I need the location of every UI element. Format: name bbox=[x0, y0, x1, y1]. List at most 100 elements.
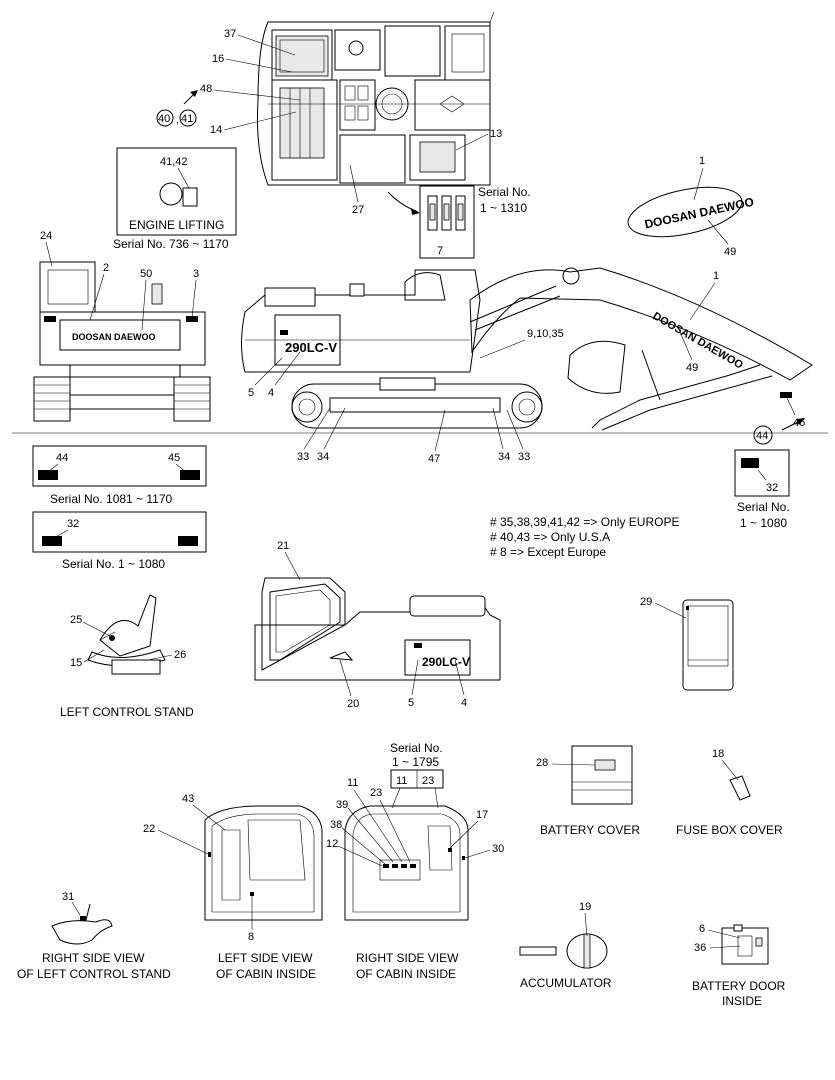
callout-32a: 32 bbox=[67, 518, 79, 530]
callout-43: 43 bbox=[182, 793, 194, 805]
left-control-stand: 25 15 26 LEFT CONTROL STAND bbox=[60, 594, 194, 719]
callout-37: 37 bbox=[224, 28, 236, 40]
callout-34a: 34 bbox=[317, 451, 329, 463]
callout-33b: 33 bbox=[518, 451, 530, 463]
callout-7: 7 bbox=[437, 245, 443, 257]
callout-18: 18 bbox=[712, 748, 724, 760]
caption-battery-cover: BATTERY COVER bbox=[540, 823, 640, 837]
callout-8: 8 bbox=[248, 931, 254, 943]
callout-40: 40 bbox=[158, 113, 170, 125]
callout-1a: 1 bbox=[699, 155, 705, 167]
callout-27: 27 bbox=[352, 204, 364, 216]
callout-17: 17 bbox=[476, 809, 488, 821]
decal-box-32: 32 Serial No. 1 ~ 1080 bbox=[32, 511, 207, 571]
cabin-side-view: 290LC-V 21 20 5 4 bbox=[254, 540, 501, 710]
serial-1310-range: 1 ~ 1310 bbox=[480, 201, 527, 215]
notes: # 35,38,39,41,42 => Only EUROPE # 40,43 … bbox=[490, 515, 679, 559]
caption-accumulator: ACCUMULATOR bbox=[520, 976, 612, 990]
decal-box-44-45: 44 45 Serial No. 1081 ~ 1170 bbox=[32, 445, 207, 506]
callout-29: 29 bbox=[640, 596, 652, 608]
callout-36: 36 bbox=[694, 942, 706, 954]
callout-21: 21 bbox=[277, 540, 289, 552]
callout-2: 2 bbox=[103, 262, 109, 274]
callout-1b: 1 bbox=[713, 270, 719, 282]
callout-9-10-35: 9,10,35 bbox=[527, 328, 564, 340]
callout-26: 26 bbox=[174, 649, 186, 661]
serial-1-1080: Serial No. 1 ~ 1080 bbox=[62, 557, 165, 571]
inset-serial-1-1310: 7 Serial No. 1 ~ 1310 bbox=[387, 185, 531, 259]
side-view-excavator: 290LC-V DOOSAN DAEWOO bbox=[241, 267, 813, 431]
caption-rsv-lcs-1: RIGHT SIDE VIEW bbox=[42, 951, 145, 965]
callout-22: 22 bbox=[143, 823, 155, 835]
callout-45: 45 bbox=[168, 452, 180, 464]
note-only-usa: # 40,43 => Only U.S.A bbox=[490, 530, 610, 544]
model-decal-side: 290LC-V bbox=[285, 340, 337, 355]
note-except-europe: # 8 => Except Europe bbox=[490, 545, 606, 559]
serial-1795-range: 1 ~ 1795 bbox=[392, 755, 439, 769]
callout-31: 31 bbox=[62, 891, 74, 903]
callout-49a: 49 bbox=[724, 246, 736, 258]
callout-33a: 33 bbox=[297, 451, 309, 463]
caption-rsv-cabin-2: OF CABIN INSIDE bbox=[356, 967, 456, 981]
decal-box-32-right: 32 Serial No. 1 ~ 1080 bbox=[734, 449, 790, 530]
callout-11b: 11 bbox=[347, 777, 358, 789]
serial-1310-label: Serial No. bbox=[478, 185, 531, 199]
accumulator: 19 ACCUMULATOR bbox=[519, 901, 612, 990]
callout-44b: 44 bbox=[56, 452, 68, 464]
inset-serial-1-1795: Serial No. 1 ~ 1795 11 23 bbox=[390, 741, 444, 809]
cabin-inside-left-view: 43 22 8 LEFT SIDE VIEW OF CABIN INSIDE bbox=[143, 793, 323, 981]
callout-6: 6 bbox=[699, 923, 705, 935]
engine-lifting-box: 41,42 ENGINE LIFTING Serial No. 736 ~ 11… bbox=[113, 147, 237, 251]
caption-battery-door-2: INSIDE bbox=[722, 994, 762, 1008]
control-stand-side-view: 31 RIGHT SIDE VIEW OF LEFT CONTROL STAND bbox=[17, 891, 171, 981]
caption-battery-door-1: BATTERY DOOR bbox=[692, 979, 786, 993]
battery-cover: 28 BATTERY COVER bbox=[536, 745, 640, 837]
caption-lsv-cabin-1: LEFT SIDE VIEW bbox=[218, 951, 313, 965]
serial-1080-label: Serial No. bbox=[737, 500, 790, 514]
callout-32b: 32 bbox=[766, 482, 778, 494]
callout-5b: 5 bbox=[408, 697, 414, 709]
callout-24: 24 bbox=[40, 230, 52, 242]
caption-left-control-stand: LEFT CONTROL STAND bbox=[60, 705, 194, 719]
callout-15: 15 bbox=[70, 657, 82, 669]
callout-23a: 23 bbox=[422, 775, 434, 787]
callout-48: 48 bbox=[200, 83, 212, 95]
top-view-upper-structure bbox=[256, 11, 495, 186]
callout-14: 14 bbox=[210, 124, 222, 136]
top-view-callouts: 37 16 48 14 13 27 40 , 41 bbox=[156, 28, 502, 216]
callout-5a: 5 bbox=[248, 387, 254, 399]
callout-41: 41 bbox=[181, 113, 193, 125]
brand-oval-decal: DOOSAN DAEWOO 1 49 bbox=[627, 155, 755, 258]
callout-20: 20 bbox=[347, 698, 359, 710]
caption-fuse-box-cover: FUSE BOX COVER bbox=[676, 823, 783, 837]
callout-12: 12 bbox=[326, 838, 338, 850]
cabin-inside-right-view: 11 23 39 38 12 17 30 RIGHT SIDE VIEW OF … bbox=[326, 777, 504, 981]
callout-28: 28 bbox=[536, 757, 548, 769]
side-view-callouts: 1 49 9,10,35 5 4 33 34 47 34 33 46 44 bbox=[248, 270, 805, 465]
callout-4a: 4 bbox=[268, 387, 274, 399]
rear-view-machine: DOOSAN DAEWOO 24 2 50 3 bbox=[33, 230, 211, 422]
callout-50: 50 bbox=[140, 268, 152, 280]
fuse-box-cover: 18 FUSE BOX COVER bbox=[676, 748, 783, 837]
callout-comma: , bbox=[176, 114, 179, 126]
caption-engine-lifting: ENGINE LIFTING bbox=[129, 218, 224, 232]
serial-736-1170: Serial No. 736 ~ 1170 bbox=[113, 237, 229, 251]
brand-decal-rear: DOOSAN DAEWOO bbox=[72, 332, 156, 342]
caption-rsv-cabin-1: RIGHT SIDE VIEW bbox=[356, 951, 459, 965]
caption-rsv-lcs-2: OF LEFT CONTROL STAND bbox=[17, 967, 171, 981]
callout-23b: 23 bbox=[370, 787, 382, 799]
serial-1081-1170: Serial No. 1081 ~ 1170 bbox=[50, 492, 173, 506]
callout-30: 30 bbox=[492, 843, 504, 855]
callout-39: 39 bbox=[336, 799, 348, 811]
battery-door-inside: 6 36 BATTERY DOOR INSIDE bbox=[692, 923, 786, 1008]
serial-1080-range: 1 ~ 1080 bbox=[740, 516, 787, 530]
callout-44a: 44 bbox=[756, 430, 768, 442]
caption-lsv-cabin-2: OF CABIN INSIDE bbox=[216, 967, 316, 981]
note-only-europe: # 35,38,39,41,42 => Only EUROPE bbox=[490, 515, 679, 529]
callout-4b: 4 bbox=[461, 697, 467, 709]
callout-19: 19 bbox=[579, 901, 591, 913]
callout-16: 16 bbox=[212, 53, 224, 65]
callout-49b: 49 bbox=[686, 362, 698, 374]
brand-decal-oval-text: DOOSAN DAEWOO bbox=[643, 195, 755, 232]
